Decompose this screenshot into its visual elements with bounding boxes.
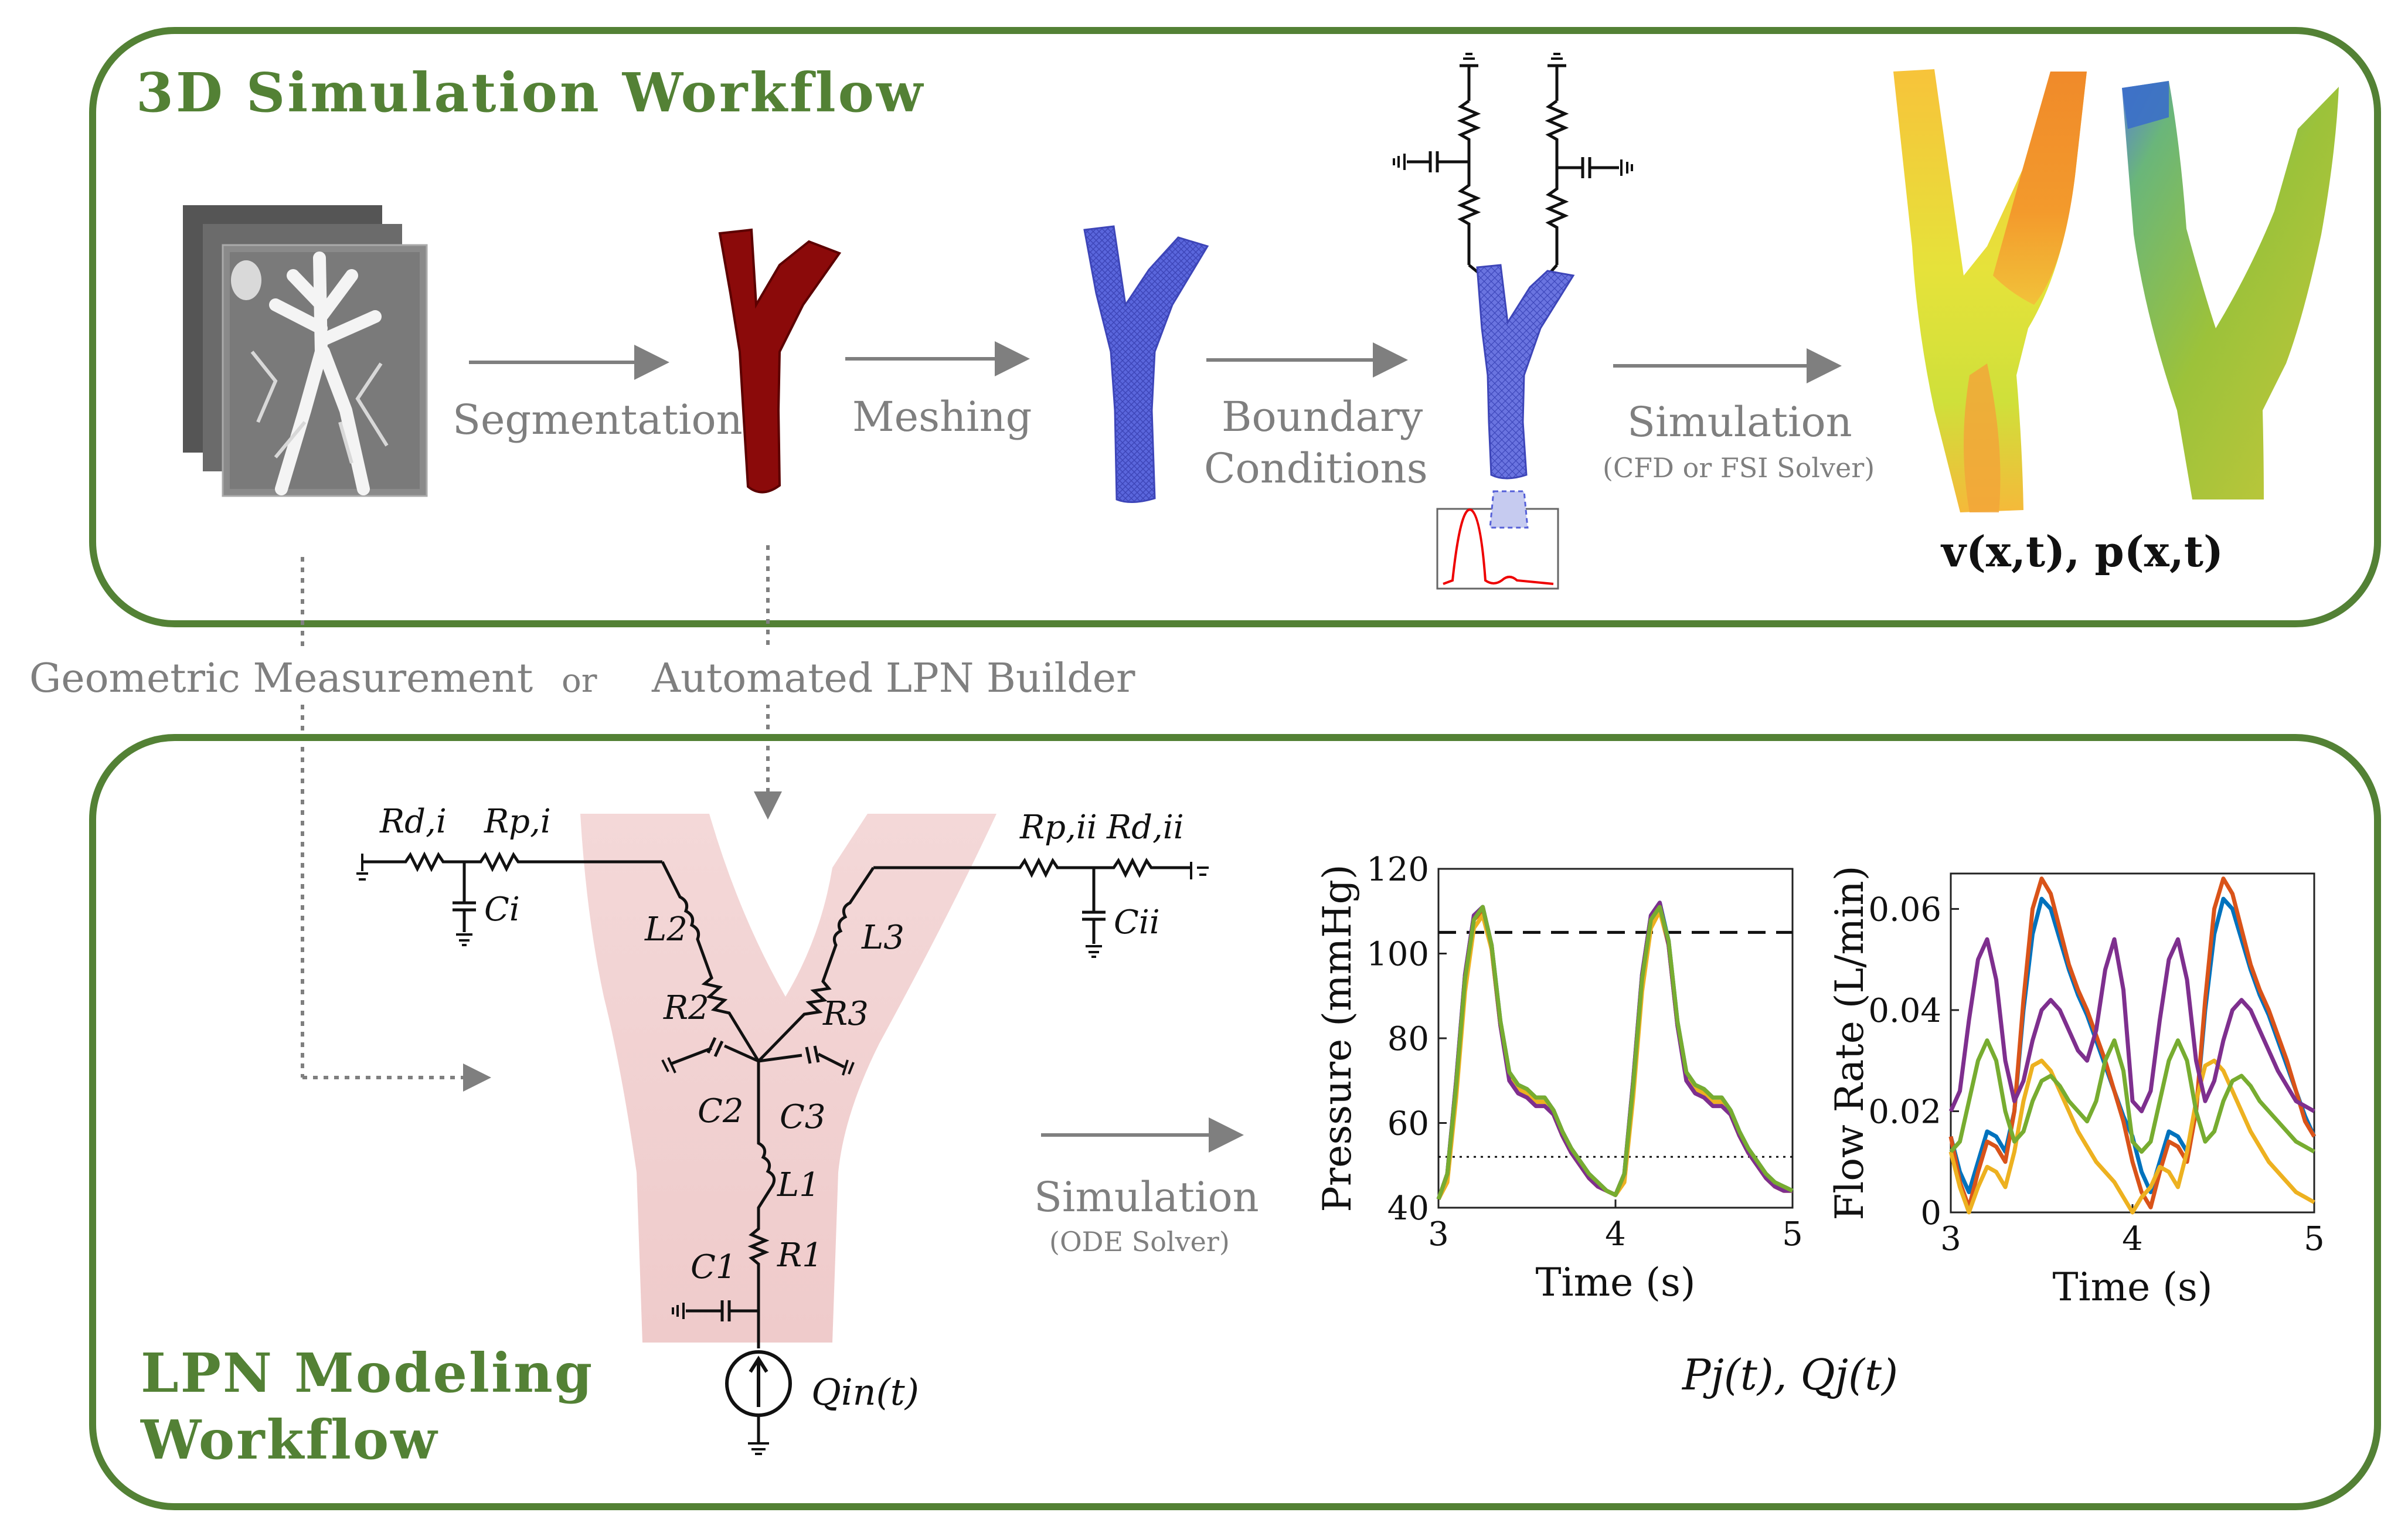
label-Rpii: Rp,ii [1019, 808, 1097, 847]
lpn-circuit: Rd,i Rp,i Ci Rp,ii Rd,ii Cii L2 L3 R2 R3… [356, 803, 1209, 1455]
top-panel: 3D Simulation Workflow Segmentation Mesh… [89, 27, 2381, 627]
label-C1: C1 [691, 1248, 736, 1286]
bottom-panel-title-line2: Workflow [140, 1408, 438, 1472]
label-R3: R3 [822, 995, 869, 1033]
label-Cii: Cii [1114, 903, 1160, 942]
label-L3: L3 [861, 919, 904, 957]
flow-y-axis-label: Flow Rate (L/min) [1827, 866, 1872, 1221]
top-panel-frame [89, 27, 2381, 627]
label-R2: R2 [663, 989, 709, 1027]
middle-connector: Geometric Measurement or Automated LPN B… [23, 545, 1143, 1092]
pressure-y-tick-label: 100 [1366, 936, 1429, 974]
pressure-x-tick-label: 3 [1428, 1215, 1449, 1253]
flow-y-tick-label: 0.02 [1868, 1093, 1941, 1131]
segmented-vessel [718, 228, 842, 494]
simulation-label-bottom: Simulation [1034, 1173, 1259, 1221]
pressure-y-axis-label: Pressure (mmHg) [1315, 864, 1360, 1212]
label-L2: L2 [644, 910, 688, 949]
top-output-label: v(x,t), p(x,t) [1940, 526, 2223, 576]
pressure-x-tick-label: 5 [1782, 1215, 1803, 1253]
vessel-background [580, 814, 996, 1343]
pressure-y-tick-label: 60 [1387, 1105, 1429, 1143]
simulation-sublabel-top: (CFD or FSI Solver) [1603, 452, 1875, 484]
label-Ci: Ci [484, 891, 520, 929]
label-Rdi: Rd,i [379, 803, 447, 841]
flow-x-tick-label: 4 [2122, 1220, 2143, 1258]
automated-lpn-builder-label: Automated LPN Builder [651, 655, 1135, 702]
label-R1: R1 [777, 1236, 823, 1275]
label-Rdii: Rd,ii [1106, 808, 1184, 847]
pressure-series-line-5 [1436, 905, 1794, 1200]
pressure-field-result [2122, 81, 2339, 499]
pressure-x-axis-label: Time (s) [1535, 1260, 1695, 1305]
pressure-y-tick-label: 40 [1387, 1190, 1429, 1228]
simulation-sublabel-bottom: (ODE Solver) [1049, 1226, 1230, 1258]
flow-x-tick-label: 3 [1940, 1220, 1961, 1258]
label-Qin: Qin(t) [811, 1371, 919, 1413]
label-C2: C2 [698, 1092, 743, 1130]
flow-series-line-3 [1948, 1058, 2315, 1215]
angiogram-vessels [269, 252, 382, 495]
boundary-label-line1: Boundary [1222, 393, 1423, 441]
geometric-measurement-label: Geometric Measurement [29, 655, 533, 702]
top-panel-title: 3D Simulation Workflow [136, 61, 925, 124]
bottom-output-label: Pj(t), Qj(t) [1681, 1350, 1898, 1399]
pressure-x-tick-label: 4 [1605, 1215, 1626, 1253]
or-label: or [562, 662, 597, 700]
flow-series-line-5 [1949, 1038, 2315, 1154]
pressure-y-tick-label: 80 [1387, 1020, 1429, 1058]
bottom-panel-title-line1: LPN Modeling [141, 1341, 594, 1405]
label-L1: L1 [777, 1166, 820, 1204]
flow-x-axis-label: Time (s) [2052, 1265, 2212, 1310]
bottom-panel-frame [89, 734, 2381, 1510]
meshing-label: Meshing [852, 393, 1032, 441]
meshed-vessel [1083, 225, 1209, 504]
flow-y-tick-label: 0.04 [1868, 992, 1941, 1030]
bottom-panel: LPN Modeling Workflow [89, 734, 2381, 1510]
segmentation-label: Segmentation [453, 396, 743, 444]
boundary-conditions-icon [1393, 53, 1633, 590]
label-C3: C3 [780, 1098, 825, 1136]
simulation-label-top: Simulation [1627, 398, 1852, 446]
flow-x-tick-label: 5 [2304, 1220, 2325, 1258]
boundary-label-line2: Conditions [1204, 444, 1428, 492]
label-Rpi: Rp,i [484, 803, 551, 841]
flow-y-tick-label: 0.06 [1868, 891, 1941, 929]
flow-series-line-4 [1948, 937, 2315, 1113]
image-stack-icon [183, 205, 428, 497]
pressure-y-tick-label: 120 [1366, 851, 1429, 889]
flow-y-tick-label: 0 [1920, 1194, 1941, 1232]
